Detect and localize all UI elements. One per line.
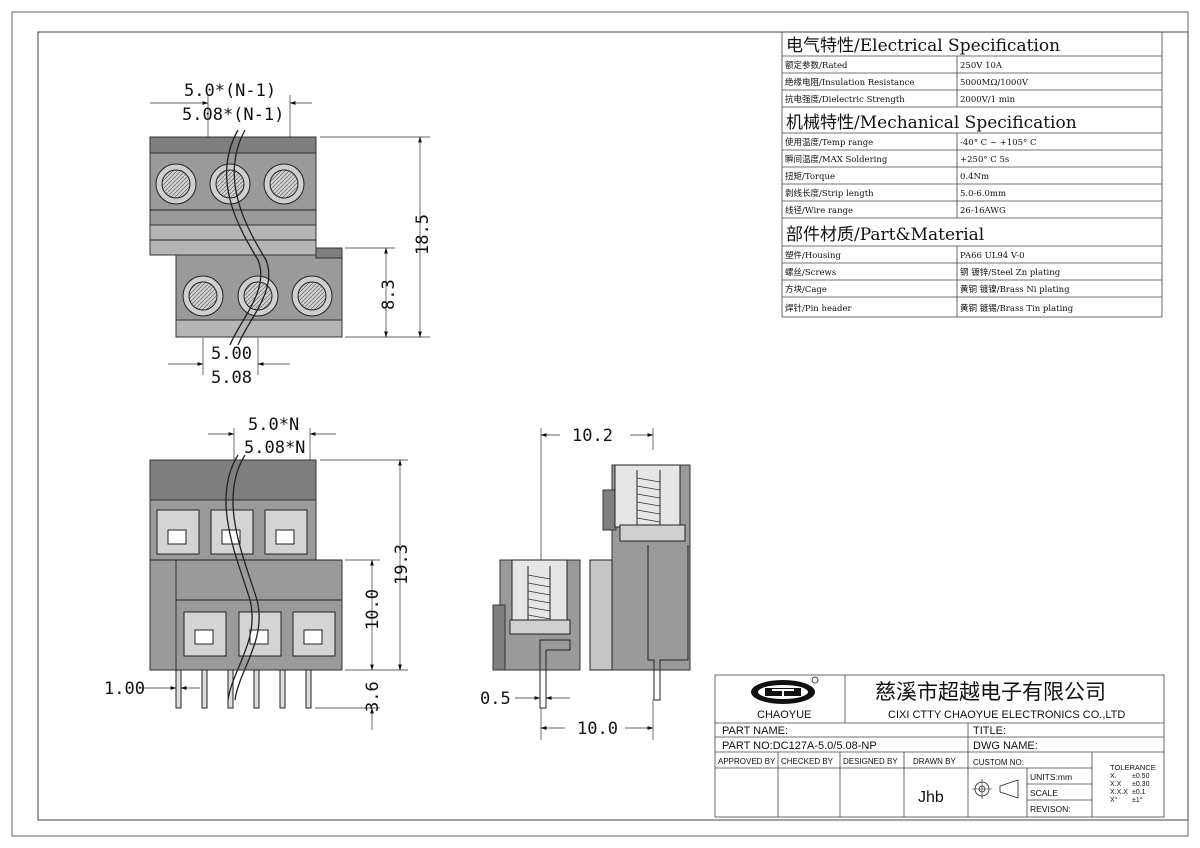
spec-strip-value: 5.0-6.0mm bbox=[960, 189, 1006, 199]
spec-screws-label: 螺丝/Screws bbox=[785, 267, 836, 278]
tolerance-v-1: ±0.30 bbox=[1132, 781, 1150, 788]
tolerance-k-3: X° bbox=[1110, 796, 1118, 804]
revision-label: REVISON: bbox=[1030, 804, 1071, 814]
scale-label: SCALE bbox=[1030, 788, 1058, 798]
top-view: 5.0*(N-1) 5.08*(N-1) bbox=[149, 81, 433, 388]
projection-symbol-icon bbox=[972, 779, 1019, 799]
dim-top-half-height: 8.3 bbox=[379, 279, 399, 310]
tolerance-v-3: ±1° bbox=[1132, 796, 1143, 804]
dim-side-bottom-width: 10.0 bbox=[577, 719, 618, 739]
spec-table: 电气特性/Electrical Specification 额定参数/Rated… bbox=[781, 31, 1163, 318]
wire-entries-lower bbox=[183, 611, 336, 657]
company-name-cn: 慈溪市超越电子有限公司 bbox=[875, 681, 1106, 704]
spec-housing-value: PA66 UL94 V-0 bbox=[960, 251, 1025, 261]
part-name-label: PART NAME: bbox=[722, 725, 788, 737]
spec-rated-label: 额定参数/Rated bbox=[785, 60, 848, 71]
tolerance-title: TOLERANCE bbox=[1110, 763, 1156, 772]
spec-wire-value: 26-16AWG bbox=[960, 206, 1006, 216]
company-name-en: CIXI CTTY CHAOYUE ELECTRONICS CO.,LTD bbox=[888, 709, 1125, 721]
spec-torque-value: 0.4Nm bbox=[960, 172, 989, 182]
spec-temp-label: 使用温度/Temp range bbox=[785, 137, 873, 148]
spec-dielectric-value: 2000V/1 min bbox=[960, 95, 1016, 105]
spec-insulation-value: 5000MΩ/1000V bbox=[960, 78, 1029, 88]
dim-front-pitch-2: 5.08*N bbox=[244, 438, 305, 458]
logo-text: CHAOYUE bbox=[757, 709, 811, 721]
drawn-by-label: DRAWN BY bbox=[913, 757, 956, 766]
dim-side-pin-thk: 0.5 bbox=[480, 689, 511, 709]
spec-rated-value: 250V 10A bbox=[960, 61, 1003, 71]
spec-cage-value: 黄铜 镀镍/Brass Ni plating bbox=[960, 284, 1070, 295]
spec-temp-value: -40° C ~ +105° C bbox=[960, 138, 1036, 148]
dim-front-mid-height: 10.0 bbox=[363, 589, 383, 630]
drawn-by-value: Jhb bbox=[918, 789, 944, 806]
front-view: 5.0*N 5.08*N bbox=[104, 415, 412, 730]
spec-soldering-value: +250° C 5s bbox=[960, 155, 1009, 165]
spec-insulation-label: 绝缘电阻/Insulation Resistance bbox=[785, 77, 914, 88]
approved-by-label: APPROVED BY bbox=[718, 757, 776, 766]
side-view: 10.2 10.0 0.5 bbox=[480, 426, 691, 740]
dim-front-pin-len: 3.6 bbox=[363, 681, 383, 712]
spec-pin-value: 黄铜 镀锡/Brass Tin plating bbox=[960, 303, 1074, 314]
spec-mechanical-heading: 机械特性/Mechanical Specification bbox=[786, 113, 1077, 133]
spec-soldering-label: 瞬间温度/MAX Soldering bbox=[785, 154, 888, 165]
spec-screws-value: 钢 镀锌/Steel Zn plating bbox=[960, 267, 1061, 278]
dim-front-pitch-1: 5.0*N bbox=[248, 415, 299, 435]
spec-torque-label: 扭矩/Torque bbox=[785, 171, 835, 182]
tolerance-v-2: ±0.1 bbox=[1132, 789, 1146, 796]
designed-by-label: DESIGNED BY bbox=[843, 757, 898, 766]
spec-dielectric-label: 抗电强度/Dielectric Strength bbox=[785, 94, 905, 105]
company-logo bbox=[751, 676, 819, 704]
dim-front-height: 19.3 bbox=[392, 544, 412, 585]
spec-pin-label: 焊针/Pin header bbox=[785, 303, 853, 314]
title-block: CHAOYUE 慈溪市超越电子有限公司 CIXI CTTY CHAOYUE EL… bbox=[714, 674, 1165, 818]
spec-electrical-heading: 电气特性/Electrical Specification bbox=[786, 36, 1060, 56]
units-label: UNITS:mm bbox=[1030, 772, 1072, 782]
pins bbox=[175, 669, 312, 709]
tolerance-k-2: X.X.X bbox=[1110, 789, 1128, 796]
title-label: TITLE: bbox=[973, 725, 1006, 737]
spec-wire-label: 线径/Wire range bbox=[785, 205, 853, 216]
part-no: PART NO:DC127A-5.0/5.08-NP bbox=[722, 740, 877, 752]
spec-material-heading: 部件材质/Part&Material bbox=[786, 225, 984, 245]
wire-entries-upper bbox=[156, 509, 308, 555]
tolerance-k-1: X.X bbox=[1110, 781, 1122, 788]
dim-top-pitch-2: 5.08*(N-1) bbox=[182, 105, 284, 125]
custom-no-label: CUSTOM NO: bbox=[973, 758, 1024, 767]
dim-side-top-width: 10.2 bbox=[572, 426, 613, 446]
dim-top-height: 18.5 bbox=[413, 214, 433, 255]
dwg-name-label: DWG NAME: bbox=[973, 740, 1038, 752]
spec-strip-label: 剥线长度/Strip length bbox=[785, 188, 874, 199]
dim-top-pitch-1: 5.0*(N-1) bbox=[184, 81, 276, 101]
dim-front-pin-width: 1.00 bbox=[104, 679, 145, 699]
spec-housing-label: 塑件/Housing bbox=[785, 250, 841, 261]
spec-cage-label: 方块/Cage bbox=[785, 284, 827, 295]
tolerance-k-0: X. bbox=[1110, 773, 1117, 780]
dim-top-bottom-2: 5.08 bbox=[211, 368, 252, 388]
tolerance-v-0: ±0.50 bbox=[1132, 773, 1150, 780]
checked-by-label: CHECKED BY bbox=[781, 757, 834, 766]
dim-top-bottom-1: 5.00 bbox=[211, 344, 252, 364]
inner-border bbox=[37, 31, 1189, 821]
screw-row-upper bbox=[155, 163, 305, 205]
